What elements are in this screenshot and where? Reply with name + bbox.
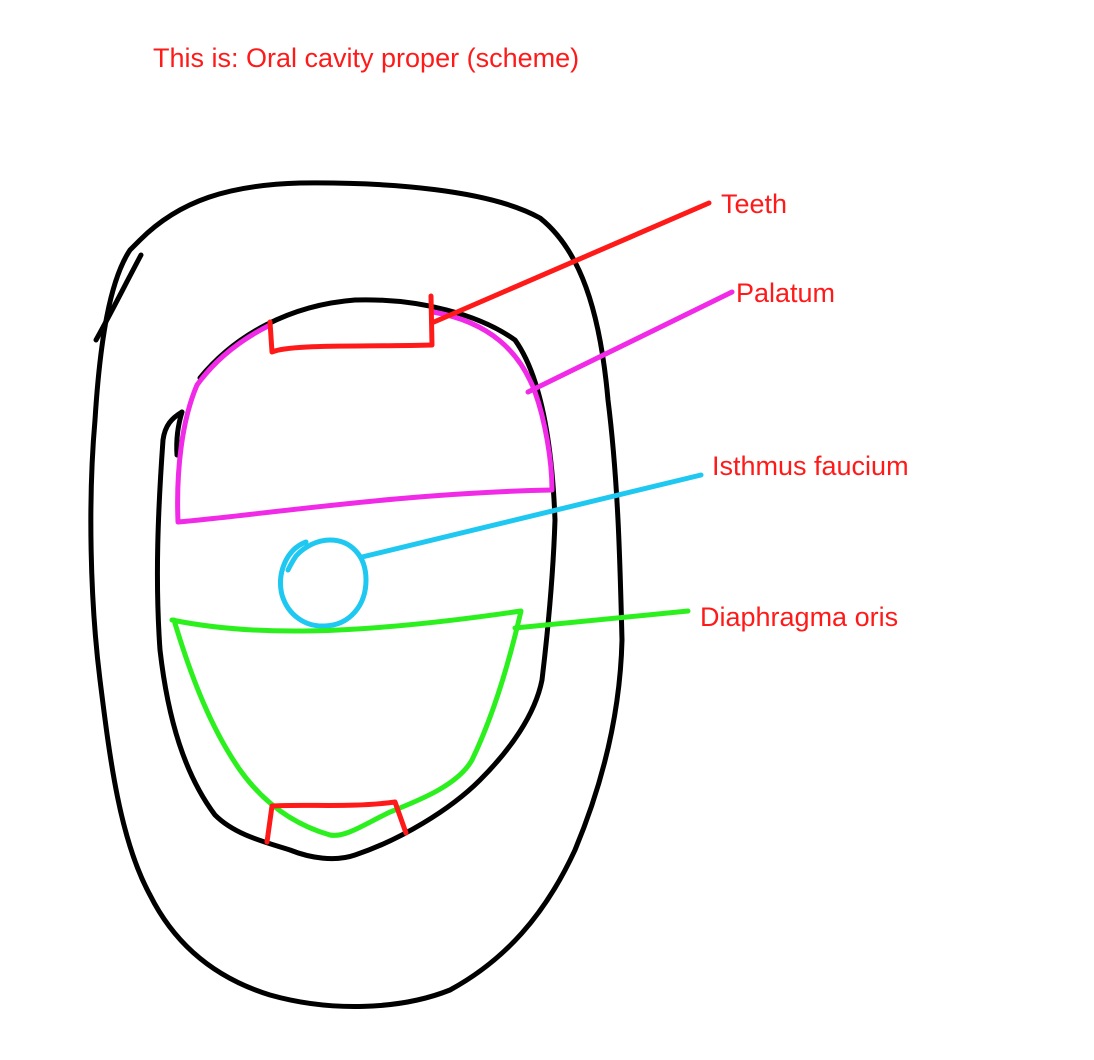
outer-contour-tick (93, 252, 144, 343)
inner-contour-tick (174, 409, 185, 458)
diaphragma-pointer-line (512, 608, 691, 631)
inner-contour (154, 297, 558, 862)
label-teeth: Teeth (721, 189, 788, 219)
teeth-pointer-line (431, 200, 712, 325)
palatum-pointer-line (525, 289, 735, 395)
outer-contour (88, 180, 625, 1009)
label-isthmus-faucium: Isthmus faucium (712, 451, 909, 481)
teeth-lower (264, 799, 409, 845)
isthmus-pointer-line (359, 472, 704, 560)
label-palatum: Palatum (736, 278, 836, 308)
diaphragma-shape (169, 608, 524, 838)
diagram-title: This is: Oral cavity proper (scheme) (153, 43, 580, 73)
label-diaphragma-oris: Diaphragma oris (700, 602, 899, 632)
isthmus-circle (278, 537, 369, 629)
teeth-upper (267, 293, 435, 355)
